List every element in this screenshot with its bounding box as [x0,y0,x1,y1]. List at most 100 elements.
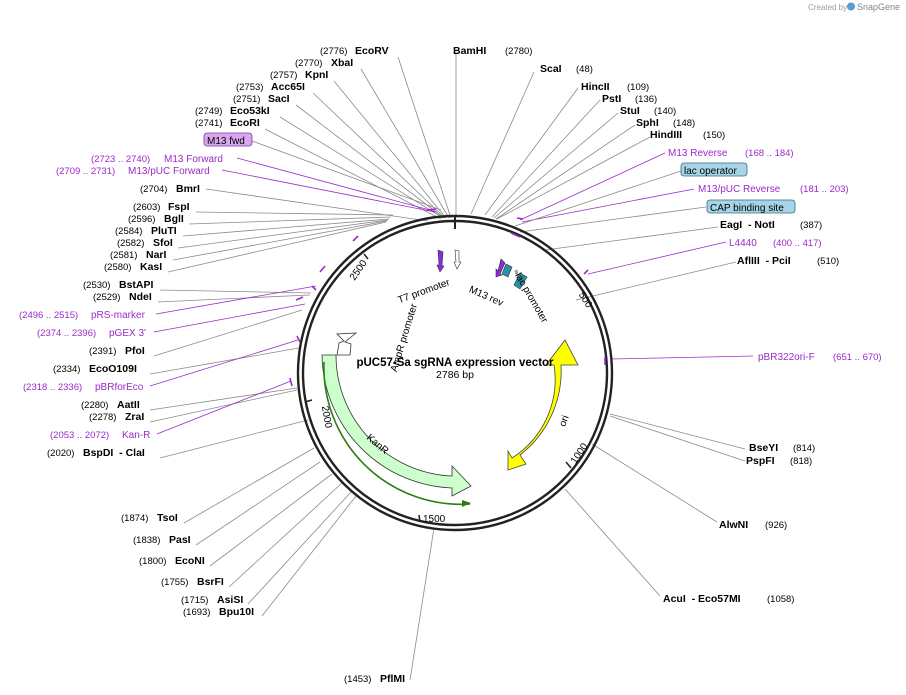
site-sfoi[interactable]: SfoI [153,237,173,249]
site-alwni[interactable]: AlwNI [719,519,748,531]
site-pfoi-pos: (2391) [89,346,116,357]
site-kpni[interactable]: KpnI [305,69,328,81]
site-bpu10i[interactable]: Bpu10I [219,606,254,618]
ori-arrow[interactable] [507,339,579,471]
primer-kan-r[interactable]: Kan-R [122,430,150,441]
site-acc65i[interactable]: Acc65I [271,81,305,93]
site-bmri[interactable]: BmrI [176,183,200,195]
site-xbai[interactable]: XbaI [331,57,353,69]
primer-marks [289,208,606,387]
site-ndei[interactable]: NdeI [129,291,152,303]
site-fspi-pos: (2603) [133,202,160,213]
lac-operator-box[interactable] [680,162,748,177]
m13-fwd-label: M13 fwd [207,136,245,147]
primer-prs-marker-range: (2496 .. 2515) [19,310,78,321]
site-pasi[interactable]: PasI [169,534,191,546]
cap-binding-site-box[interactable] [706,199,796,214]
site-aatii-pos: (2280) [81,400,108,411]
site-tsoi-pos: (1874) [121,513,148,524]
site-econi[interactable]: EcoNI [175,555,205,567]
lac-promoter-arrow[interactable] [513,272,528,290]
primer-prs-marker[interactable]: pRS-marker [91,310,146,321]
site-pfoi[interactable]: PfoI [125,345,145,357]
primer-m13-puc-forward[interactable]: M13/pUC Forward [128,166,210,177]
right-primer-labels: M13 Reverse (168 .. 184) M13/pUC Reverse… [668,148,882,363]
site-saci[interactable]: SacI [268,93,290,105]
cap-binding-site-label: CAP binding site [710,203,784,214]
site-scai[interactable]: ScaI [540,63,562,75]
site-stui-pos: (140) [654,106,676,117]
site-afliii-pcii-pos: (510) [817,256,839,267]
left-primer-labels: (2723 .. 2740) M13 Forward (2709 .. 2731… [19,154,223,441]
primer-m13-forward[interactable]: M13 Forward [164,154,223,165]
m13-rev-arrow[interactable] [495,258,506,278]
site-zrai[interactable]: ZraI [125,411,144,423]
tick-1000: 1000 [569,441,591,466]
site-afliii-pcii[interactable]: AflIII - PciI [737,255,791,267]
site-aatii[interactable]: AatII [117,399,140,411]
credit-prefix: Created by [808,3,847,12]
primer-kan-r-range: (2053 .. 2072) [50,430,109,441]
site-bpu10i-pos: (1693) [183,607,210,618]
connector-lines [149,52,754,681]
site-acui-eco57mi[interactable]: AcuI - Eco57MI [663,593,741,605]
site-ndei-pos: (2529) [93,292,120,303]
site-nari[interactable]: NarI [146,249,167,261]
site-kpni-pos: (2757) [270,70,297,81]
site-fspi[interactable]: FspI [168,201,190,213]
site-psti[interactable]: PstI [602,93,621,105]
site-eagi-noti[interactable]: EagI - NotI [720,219,775,231]
primer-l4440[interactable]: L4440 [729,238,757,249]
site-pspfi[interactable]: PspFI [746,455,775,467]
site-bgli[interactable]: BglI [164,213,184,225]
map-title-block: pUC57-Sa sgRNA expression vector 2786 bp [356,357,554,381]
site-bspdi-clai-pos: (2020) [47,448,74,459]
primer-pbrforeco[interactable]: pBRforEco [95,382,144,393]
site-pflmi-pos: (1453) [344,674,371,685]
site-bsrfi[interactable]: BsrFI [197,576,224,588]
site-bstapi[interactable]: BstAPI [119,279,154,291]
ampr-promoter-arrow[interactable] [336,332,358,356]
site-sphi[interactable]: SphI [636,117,659,129]
lac-operator-arrow[interactable] [501,263,513,278]
site-bspdi-clai[interactable]: BspDI - ClaI [83,447,145,459]
primer-pgex3[interactable]: pGEX 3' [109,328,146,339]
site-pflmi[interactable]: PflMI [380,673,405,685]
credit-brand: SnapGene [857,2,900,12]
t7-promoter-arrow[interactable] [436,249,445,273]
site-bseyi-pos: (814) [793,443,815,454]
site-hindiii[interactable]: HindIII [650,129,682,141]
site-eco53ki[interactable]: Eco53kI [230,105,270,117]
kanr-lower-stripe [323,361,471,506]
primer-pbr322ori-f[interactable]: pBR322ori-F [758,352,815,363]
site-acui-eco57mi-pos: (1058) [767,594,794,605]
tick-2000: 2000 [319,405,334,429]
site-bseyi[interactable]: BseYI [749,442,778,454]
m13-fwd-box[interactable] [203,132,253,147]
site-bamhi[interactable]: BamHI [453,45,486,57]
primer-pbr322ori-f-range: (651 .. 670) [833,352,882,363]
primer-m13-reverse-range: (168 .. 184) [745,148,794,159]
site-hindiii-pos: (150) [703,130,725,141]
site-tsoi[interactable]: TsoI [157,512,178,524]
site-kasi[interactable]: KasI [140,261,162,273]
site-ecori[interactable]: EcoRI [230,117,260,129]
site-scai-pos: (48) [576,64,593,75]
site-pluti[interactable]: PluTI [151,225,177,237]
site-hincii[interactable]: HincII [581,81,610,93]
site-bsrfi-pos: (1755) [161,577,188,588]
site-pasi-pos: (1838) [133,535,160,546]
site-saci-pos: (2751) [233,94,260,105]
site-ecorv[interactable]: EcoRV [355,45,389,57]
primer-m13-puc-reverse[interactable]: M13/pUC Reverse [698,184,781,195]
site-zrai-pos: (2278) [89,412,116,423]
site-stui[interactable]: StuI [620,105,640,117]
primer-m13-reverse[interactable]: M13 Reverse [668,148,728,159]
site-asisi[interactable]: AsiSI [217,594,243,606]
ori-label: ori [558,414,572,428]
site-sphi-pos: (148) [673,118,695,129]
site-ecoo109i[interactable]: EcoO109I [89,363,137,375]
kanr-arrow[interactable] [321,354,472,497]
site-pspfi-pos: (818) [790,456,812,467]
